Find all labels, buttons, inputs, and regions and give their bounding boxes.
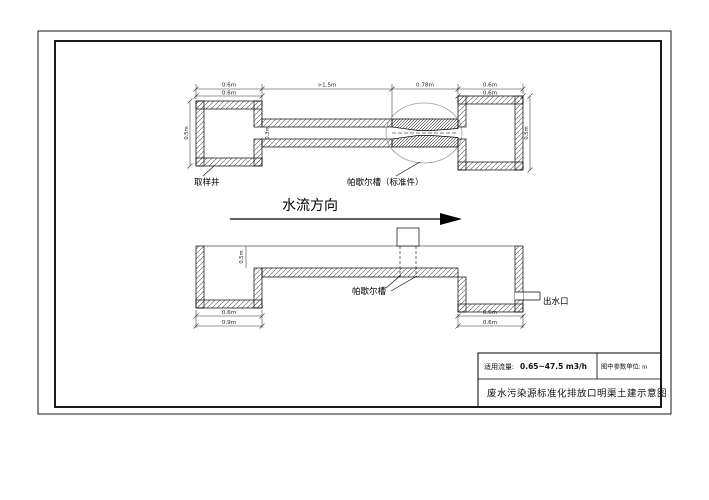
dim-plan-channel-length: >1.5m [317, 83, 336, 89]
plan-dim-lines [187, 84, 533, 173]
label-sampling-well: 取样井 [194, 177, 220, 187]
dim-plan-right-inner-width: 0.6m [483, 91, 497, 97]
dim-plan-left-width: 0.6m [222, 83, 236, 89]
dim-section-left-width-outer: 0.9m [222, 320, 236, 326]
dim-section-left-width: 0.6m [222, 310, 236, 316]
flow-arrow-head [440, 213, 462, 225]
section-right-tank-walls [457, 245, 524, 313]
flume-highlight-ellipse [385, 102, 463, 164]
title-block-flow-label: 适用流量: [484, 362, 514, 371]
leader-flume-1 [385, 274, 402, 289]
section-channel-slab [261, 267, 459, 278]
plan-channel-walls [261, 118, 393, 148]
dim-plan-left-inner-width: 0.6m [222, 91, 236, 97]
label-parshall-flume-standard: 帕歇尔槽（标准件） [347, 177, 424, 187]
section-left-tank-walls [195, 245, 263, 309]
title-block-drawing-title: 废水污染源标准化排放口明渠土建示意图 [487, 388, 667, 400]
section-parshall-flume [396, 227, 420, 277]
section-view: 出水口 帕歇尔槽 0.6m 0.9m 0.6m 0.6m [193, 227, 569, 329]
label-parshall-flume: 帕歇尔槽 [352, 286, 387, 296]
dim-plan-right-depth: 0.5m [524, 126, 530, 139]
dim-plan-right-width: 0.6m [483, 83, 497, 89]
label-outlet: 出水口 [543, 296, 569, 306]
plan-left-well-walls [195, 100, 263, 167]
leader-sampling-well [202, 165, 215, 177]
dim-plan-left-depth: 0.5m [184, 126, 190, 139]
title-block-unit: 图中参数单位: m [601, 362, 647, 371]
inner-frame [54, 40, 662, 408]
dim-section-depth: 0.5m [239, 250, 245, 263]
flow-direction: 水流方向 [230, 198, 462, 225]
leader-flume-2 [390, 275, 418, 292]
dim-section-right-width-outer: 0.6m [483, 320, 497, 326]
leader-flume-standard [395, 161, 421, 177]
title-block-flow-value: 0.65~47.5 m3/h [520, 362, 587, 371]
outlet-pipe [515, 291, 541, 301]
dim-plan-channel-width: 0.3m [265, 126, 271, 139]
outer-frame [37, 30, 672, 415]
plan-right-box-walls [457, 95, 524, 171]
plan-parshall-flume [385, 102, 463, 164]
dim-plan-flume-length: 0.78m [416, 83, 434, 89]
section-dim-lines [193, 246, 526, 329]
dim-section-right-width: 0.6m [483, 310, 497, 316]
plan-view: 0.6m 0.6m >1.5m 0.78m 0.6m 0.6m 0.5m 0.3… [184, 83, 533, 187]
title-block: 适用流量: 0.65~47.5 m3/h 图中参数单位: m 废水污染源标准化排… [477, 352, 667, 408]
label-flow-direction: 水流方向 [282, 198, 338, 214]
title-block-border [477, 352, 662, 408]
